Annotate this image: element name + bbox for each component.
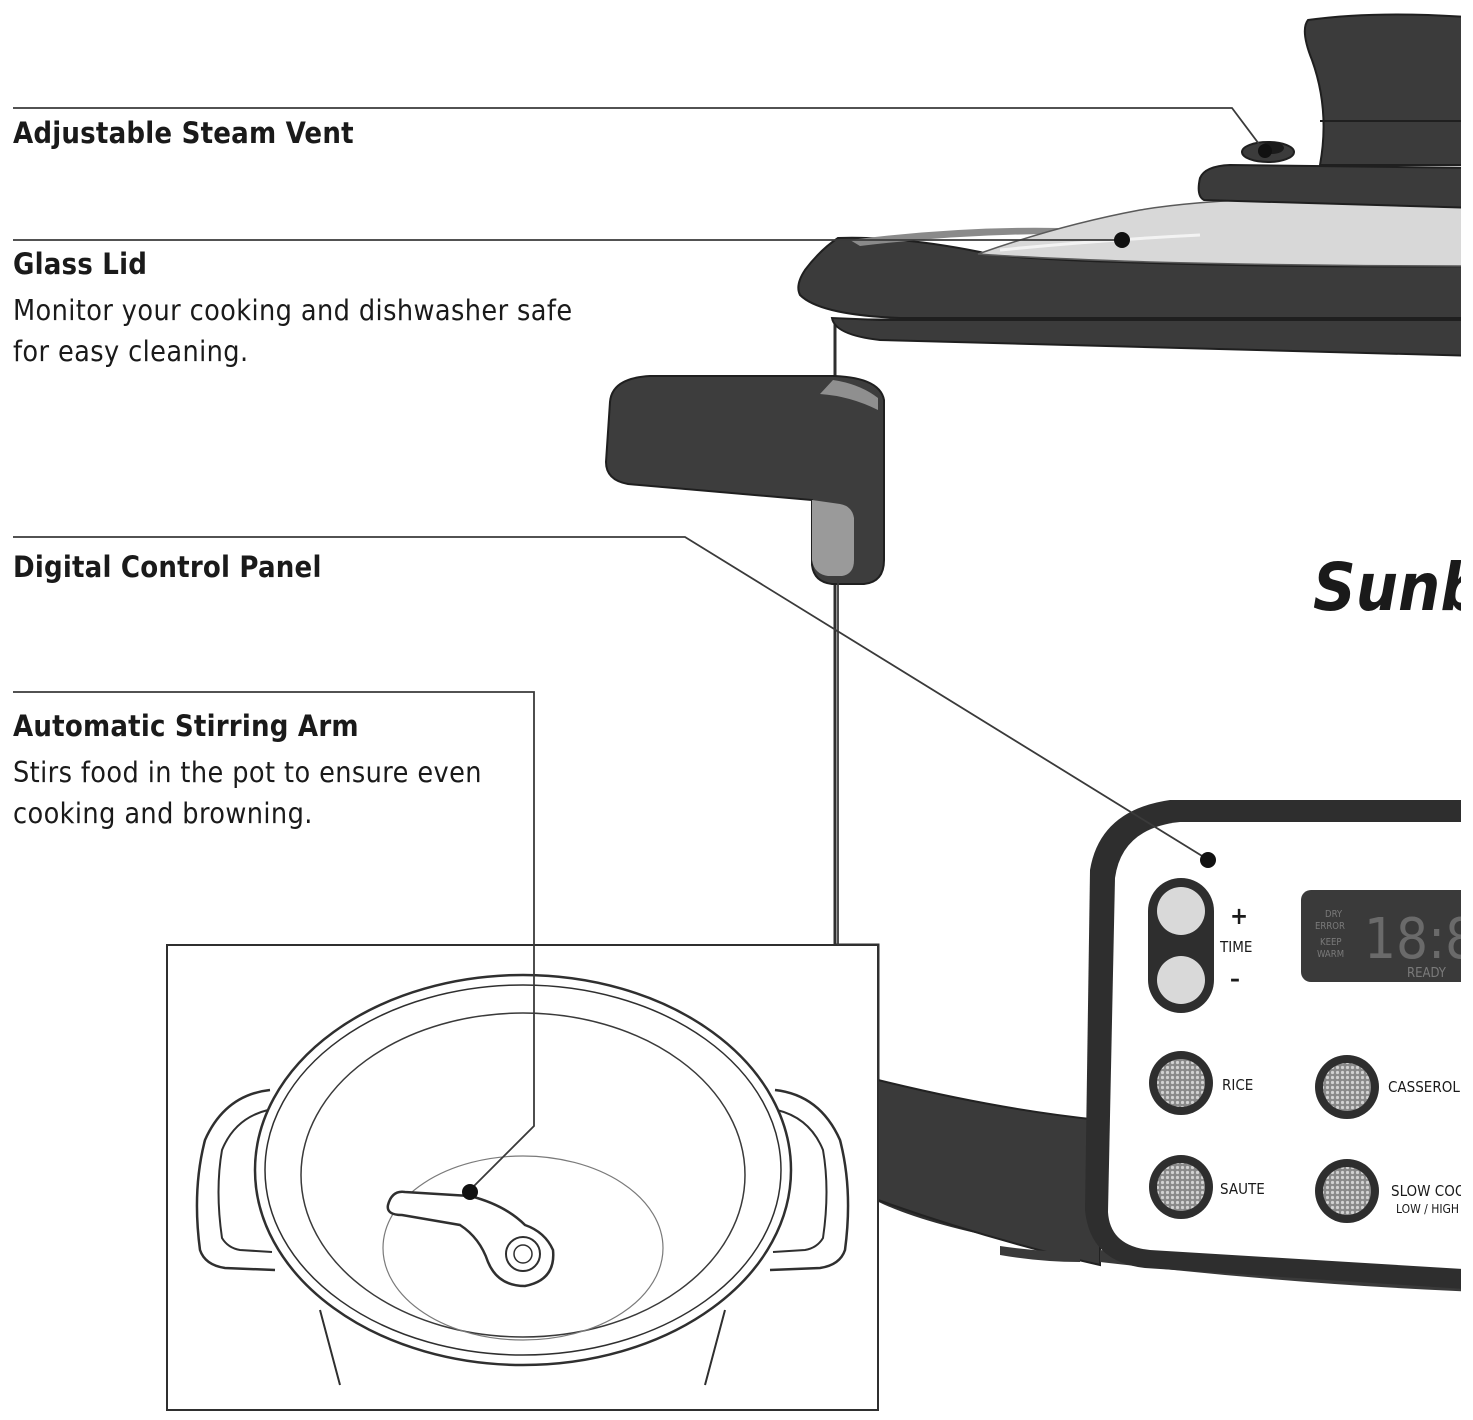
svg-text:ERROR: ERROR xyxy=(1315,921,1345,932)
callout-glass-lid-description: Monitor your cooking and dishwasher safe… xyxy=(13,290,573,372)
callout-stirring-arm: Automatic Stirring Arm Stirs food in the… xyxy=(13,708,533,834)
callout-steam-vent-title: Adjustable Steam Vent xyxy=(13,115,354,151)
svg-text:WARM: WARM xyxy=(1317,949,1344,960)
slow-cook-sublabel: LOW / HIGH xyxy=(1396,1202,1459,1216)
svg-text:KEEP: KEEP xyxy=(1320,937,1342,948)
slow-cook-label: SLOW COO xyxy=(1391,1182,1465,1200)
callout-steam-vent: Adjustable Steam Vent xyxy=(13,115,354,151)
stirring-arm-inset xyxy=(167,945,878,1410)
glass-lid xyxy=(978,198,1473,266)
time-plus-label: + xyxy=(1230,902,1248,930)
saute-label: SAUTE xyxy=(1220,1180,1265,1198)
rice-label: RICE xyxy=(1222,1076,1253,1094)
time-label: TIME xyxy=(1219,938,1252,956)
lid-knob xyxy=(1199,14,1473,208)
time-minus-label: – xyxy=(1230,967,1240,992)
rice-button[interactable] xyxy=(1149,1051,1213,1115)
callout-stirring-arm-description: Stirs food in the pot to ensure even coo… xyxy=(13,752,533,834)
callout-glass-lid-title: Glass Lid xyxy=(13,246,573,282)
callout-control-panel: Digital Control Panel xyxy=(13,549,322,585)
svg-text:READY: READY xyxy=(1407,966,1447,981)
side-handle xyxy=(606,376,884,584)
svg-text:DRY: DRY xyxy=(1325,909,1343,920)
callout-control-panel-title: Digital Control Panel xyxy=(13,549,322,585)
casserole-button[interactable] xyxy=(1315,1055,1379,1119)
time-rocker[interactable] xyxy=(1148,878,1214,1013)
dot-glass-lid xyxy=(1114,232,1130,248)
brand-logo: Sunb xyxy=(1313,549,1473,626)
callout-glass-lid: Glass Lid Monitor your cooking and dishw… xyxy=(13,246,573,372)
dot-stirring-arm xyxy=(462,1184,478,1200)
dot-control-panel xyxy=(1200,852,1216,868)
slow-cook-button[interactable] xyxy=(1315,1159,1379,1223)
control-panel xyxy=(1085,800,1473,1290)
dot-steam-vent xyxy=(1258,144,1272,158)
lcd-display: DRY ERROR KEEP WARM 18:8 READY xyxy=(1301,890,1473,982)
casserole-label: CASSEROL xyxy=(1388,1078,1460,1096)
callout-stirring-arm-title: Automatic Stirring Arm xyxy=(13,708,533,744)
saute-button[interactable] xyxy=(1149,1155,1213,1219)
svg-text:18:8: 18:8 xyxy=(1364,907,1473,972)
